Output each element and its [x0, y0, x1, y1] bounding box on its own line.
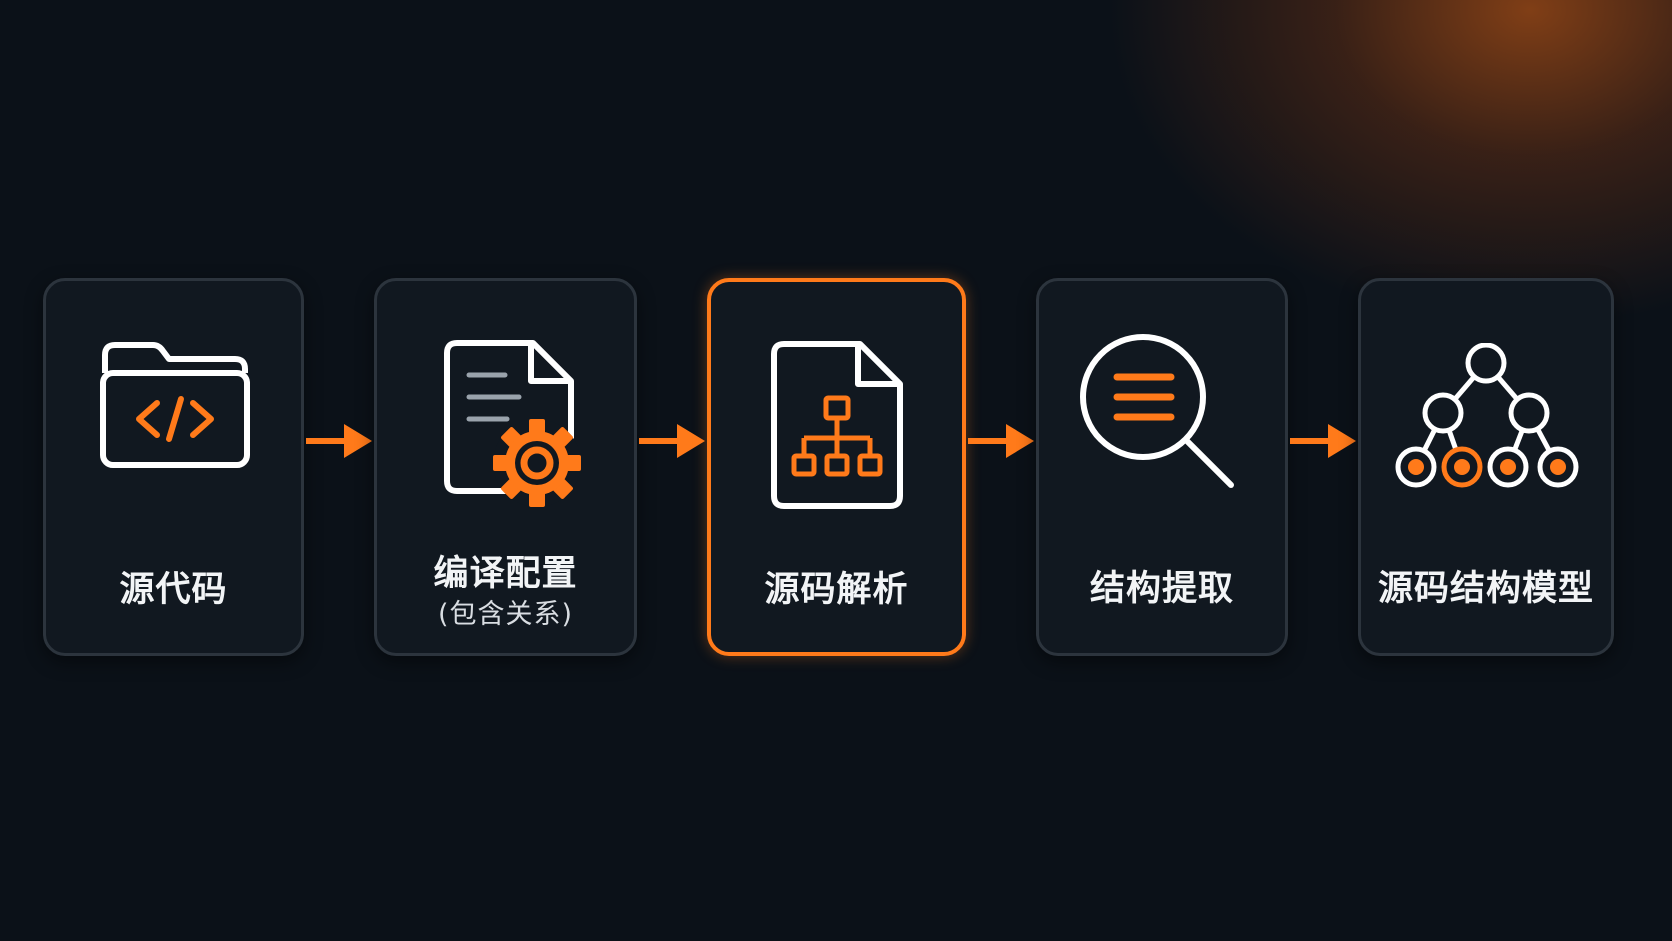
step-label: 源码解析	[764, 570, 909, 610]
arrow-right-icon	[306, 424, 372, 458]
step-label: 源代码	[119, 570, 228, 610]
step-card-source-parsing: 源码解析	[707, 278, 966, 656]
step-card-source-code: 源代码	[43, 278, 304, 656]
step-sublabel: (包含关系)	[437, 599, 574, 630]
step-card-source-structure-model: 源码结构模型	[1358, 278, 1614, 656]
code-folder-icon	[99, 342, 250, 468]
step-label: 结构提取	[1089, 569, 1234, 609]
step-card-compile-config: 编译配置 (包含关系)	[374, 278, 637, 656]
document-gear-icon	[443, 340, 581, 507]
magnifier-list-icon	[1080, 334, 1234, 488]
step-label: 源码结构模型	[1377, 569, 1594, 609]
arrow-right-icon	[968, 424, 1034, 458]
arrow-right-icon	[1290, 424, 1356, 458]
step-label: 编译配置	[433, 554, 578, 594]
arrow-right-icon	[639, 424, 705, 458]
document-hierarchy-icon	[770, 341, 903, 509]
step-card-structure-extraction: 结构提取	[1036, 278, 1288, 656]
tree-model-icon	[1395, 343, 1579, 488]
